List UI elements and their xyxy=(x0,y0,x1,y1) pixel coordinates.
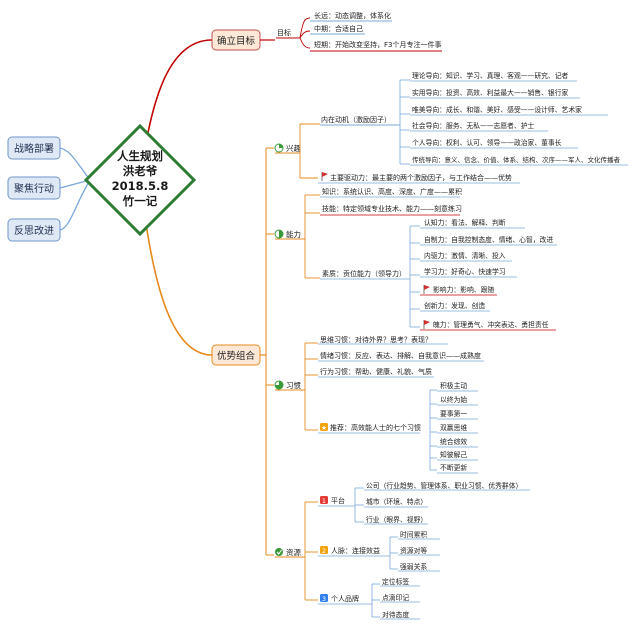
habit-seven-item: 不断更新 xyxy=(440,463,467,472)
habit-behavior: 行为习惯：帮助、健康、礼貌、气质 xyxy=(320,367,432,376)
motive-item: 唯美导向：成长、和谐、美好、感受——设计师、艺术家 xyxy=(412,105,582,114)
quality-item: 自制力：自我控制态度、情绪、心智，改进 xyxy=(424,235,553,244)
platform-item: 公司（行业趋势、管理体系、职业习惯、优秀群体） xyxy=(366,481,522,490)
motive-item: 社会导向：服务、无私——志愿者、护士 xyxy=(412,121,535,130)
center-line-3: 2018.5.8 xyxy=(112,179,169,193)
progress-half-icon xyxy=(279,230,283,238)
svg-text:2: 2 xyxy=(322,547,326,555)
brand-item: 点滴印记 xyxy=(382,593,409,602)
motive-item: 传统导向：意义、信念、价值、体系、结构、次序——军人、文化传播者 xyxy=(412,155,621,164)
ability-label: 能力 xyxy=(286,229,301,239)
flag-icon xyxy=(321,172,328,181)
platform-item: 城市（环境、特点） xyxy=(366,497,427,506)
branch-advantage[interactable]: 优势组合 xyxy=(211,344,261,366)
quality-item: 影响力：影响、跟随 xyxy=(433,285,494,294)
habit-seven-item: 以终为始 xyxy=(440,395,467,404)
progress-quarter-icon xyxy=(279,144,283,148)
node-interest[interactable]: 兴趣 xyxy=(274,143,301,153)
flag-icon xyxy=(423,320,430,329)
platform-item: 行业（眼界、视野） xyxy=(366,515,427,524)
motive-item: 理论导向：知识、学习、真理、客观——研究、记者 xyxy=(412,71,569,80)
ability-skill: 技能：特定领域专业技术、能力——刻意练习 xyxy=(322,204,462,213)
left-item-focus[interactable]: 聚焦行动 xyxy=(7,176,61,200)
left-item-reflect[interactable]: 反思改进 xyxy=(7,218,61,242)
network-item: 资源对等 xyxy=(400,546,427,555)
interest-main-driver: 主要驱动力：最主要的两个激励因子，与工作结合——优势 xyxy=(330,173,512,182)
interest-label: 兴趣 xyxy=(286,143,301,153)
habit-seven-item: 双赢思维 xyxy=(440,423,467,432)
node-resource[interactable]: 资源 xyxy=(275,547,301,557)
left-item-strategy[interactable]: 战略部署 xyxy=(7,136,61,160)
habit-seven-item: 统合综效 xyxy=(440,437,467,446)
habit-thinking: 思维习惯：对待外界？思考？表现？ xyxy=(320,335,432,344)
goal-long-term: 长远：动态调整，体系化 xyxy=(314,11,391,20)
priority-1-icon: 1 xyxy=(320,496,328,505)
center-line-2: 洪老爷 xyxy=(123,164,158,178)
habit-label: 习惯 xyxy=(286,380,301,390)
motive-item: 个人导向：权利、认可、领导——政治家、董事长 xyxy=(412,138,562,147)
left-item-strategy-label: 战略部署 xyxy=(14,142,54,155)
network-item: 时间累积 xyxy=(400,530,427,539)
connector-left-1 xyxy=(59,147,91,181)
resource-label: 资源 xyxy=(286,547,301,557)
network-item: 强弱关系 xyxy=(400,562,427,571)
habit-seven-item: 积极主动 xyxy=(440,381,467,390)
star-icon: ★ xyxy=(320,423,328,432)
priority-3-icon: 3 xyxy=(320,594,328,603)
habit-recommend: 推荐：高效能人士的七个习惯 xyxy=(330,423,421,432)
seven-habits-list: 积极主动 以终为始 要事第一 双赢思维 统合综效 知彼解己 不断更新 xyxy=(430,381,478,474)
connector-left-3 xyxy=(59,179,91,231)
goal-short-term: 短期：开始改变坚持，F3个月专注一件事 xyxy=(314,40,441,49)
quality-item: 认知力：看法、解释、判断 xyxy=(424,218,506,227)
quality-item: 魄力：管理勇气、冲突表达、勇担责任 xyxy=(433,320,549,329)
habit-seven-item: 知彼解己 xyxy=(440,450,467,459)
check-icon xyxy=(276,549,282,555)
ability-quality: 素质：贡位能力（领导力） xyxy=(322,269,406,278)
left-item-focus-label: 聚焦行动 xyxy=(14,182,54,195)
svg-text:3: 3 xyxy=(322,595,326,603)
priority-2-icon: 2 xyxy=(320,546,328,555)
quality-item: 学习力：好奇心、快速学习 xyxy=(424,267,506,276)
motive-item: 实用导向：投资、高效、利益最大——销售、银行家 xyxy=(412,88,569,97)
left-item-reflect-label: 反思改进 xyxy=(14,224,54,237)
svg-text:1: 1 xyxy=(322,497,326,505)
brand-item: 对待态度 xyxy=(382,610,409,619)
svg-text:★: ★ xyxy=(321,424,327,432)
connector-left-2 xyxy=(59,179,91,189)
goal-sub-label: 目标 xyxy=(277,28,291,37)
resource-platform: 平台 xyxy=(331,496,345,505)
brand-item: 定位标签 xyxy=(382,577,409,586)
ability-qualities-list: 认知力：看法、解释、判断 自制力：自我控制态度、情绪、心智，改进 内驱力：激情、… xyxy=(410,218,557,331)
branch-advantage-label: 优势组合 xyxy=(217,350,256,362)
center-topic[interactable]: 人生规划 洪老爷 2018.5.8 竹一记 xyxy=(83,123,197,237)
branch-goal-label: 确立目标 xyxy=(217,35,256,47)
resource-brand: 个人品牌 xyxy=(331,594,359,603)
ability-knowledge: 知识：系统认识、高度、深度、广度——累积 xyxy=(322,187,462,196)
interest-motive: 内在动机（激励因子） xyxy=(321,115,391,124)
node-habit[interactable]: 习惯 xyxy=(274,380,301,390)
quality-item: 内驱力：激情、清晰、投入 xyxy=(424,251,506,260)
resource-network: 人脉：连接效益 xyxy=(331,546,380,555)
center-line-4: 竹一记 xyxy=(122,194,158,208)
flag-icon xyxy=(423,285,430,294)
quality-item: 创新力：发现、创造 xyxy=(424,301,485,310)
goal-mid-term: 中期：合适自己 xyxy=(314,24,363,33)
interest-motives-list: 理论导向：知识、学习、真理、客观——研究、记者 实用导向：投资、高效、利益最大—… xyxy=(400,71,628,166)
progress-three-quarter-icon xyxy=(275,381,283,389)
node-ability[interactable]: 能力 xyxy=(274,229,301,239)
habit-emotion: 情绪习惯：反应、表达、排解、自我意识——成熟度 xyxy=(320,351,481,360)
center-line-1: 人生规划 xyxy=(117,149,163,163)
habit-seven-item: 要事第一 xyxy=(440,409,467,418)
branch-goal[interactable]: 确立目标 xyxy=(211,29,261,51)
